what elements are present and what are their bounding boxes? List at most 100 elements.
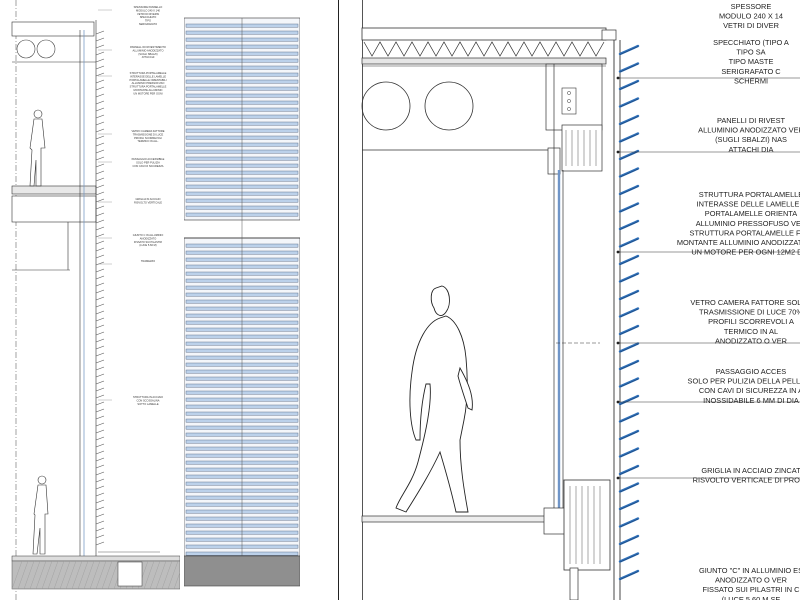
ceiling-slab bbox=[361, 57, 607, 65]
small-louvre-blade bbox=[95, 310, 105, 315]
small-note-line: ATTACCHI bbox=[142, 55, 155, 59]
small-louvre-blade bbox=[95, 541, 105, 546]
duct-circle-2 bbox=[36, 39, 56, 59]
small-note-line: VETRO CAMERA FATTORE bbox=[131, 129, 164, 133]
small-louvre-blade bbox=[95, 107, 105, 112]
small-louvre-blade bbox=[95, 436, 105, 441]
leader-dot bbox=[616, 76, 620, 80]
callout-line: UN MOTORE PER OGNI 12M2 DI L bbox=[691, 248, 800, 257]
small-louvre-blade bbox=[95, 457, 105, 462]
small-note-line: STRUTTURA PORTALAMELLE bbox=[130, 71, 167, 75]
callout-line: SPESSORE bbox=[731, 2, 772, 11]
small-note-line: PORTALAMELLE ORIENTABILI bbox=[129, 78, 166, 82]
small-louvre-blade bbox=[95, 485, 105, 490]
small-louvre-blade bbox=[95, 135, 105, 140]
small-louvre-blade bbox=[95, 163, 105, 168]
small-note-line: (LUCE 5.60 M) bbox=[139, 243, 156, 247]
small-note-line: ALLUMINIO ANODIZZATO bbox=[132, 48, 163, 52]
louvre-blade bbox=[618, 219, 640, 231]
callout-line: CON CAVI DI SICUREZZA IN A bbox=[699, 386, 800, 395]
leader-dot bbox=[616, 150, 620, 154]
louvre-blade-edge bbox=[619, 343, 639, 353]
small-louvre-blade bbox=[95, 352, 105, 357]
small-louvre-blade bbox=[95, 37, 105, 42]
louvre-blade bbox=[618, 377, 640, 388]
small-louvre-blade bbox=[95, 289, 105, 294]
small-louvre-blade bbox=[95, 275, 105, 280]
duct-circle-1 bbox=[16, 39, 36, 59]
small-note-line: CON SCOSSALINA bbox=[136, 398, 159, 402]
small-note-line: SPESSORE PANNELLO bbox=[134, 5, 163, 9]
louvre-blade bbox=[618, 114, 640, 126]
small-louvre-blade bbox=[95, 30, 105, 35]
small-note-line: RISVOLTO VERTICALE bbox=[134, 200, 162, 204]
louvre-blade bbox=[618, 482, 640, 493]
louvre-blade-edge bbox=[619, 466, 639, 475]
small-louvre-blade bbox=[95, 114, 105, 119]
small-louvre-blade bbox=[95, 443, 105, 448]
small-louvre-blade bbox=[95, 44, 105, 49]
small-note-line: TERMICO IN ALL. bbox=[137, 139, 158, 143]
louvre-blade-edge bbox=[619, 133, 639, 143]
louvre-blade bbox=[618, 97, 640, 108]
small-note-line: MONTANTE ALLUMINIO bbox=[134, 88, 163, 92]
small-louvre-blade bbox=[95, 499, 105, 504]
small-louvre-blade bbox=[95, 170, 105, 175]
small-louvre-blade bbox=[95, 198, 105, 203]
leader-dot bbox=[616, 400, 620, 404]
small-louvre-blade bbox=[95, 401, 105, 406]
louvre-blade-edge bbox=[619, 378, 639, 388]
louvre-blade-edge bbox=[619, 413, 639, 423]
louvre-blade-edge bbox=[619, 221, 639, 230]
facade-elevation bbox=[184, 0, 300, 600]
leader-dot bbox=[616, 341, 620, 345]
small-note-line: GRIGLIA IN ACCIAIO bbox=[136, 197, 161, 201]
small-note-line: STRUTTURA IN ACCIAIO bbox=[133, 395, 163, 399]
small-note-line: TRASMISSIONE DI LUCE bbox=[133, 132, 164, 136]
small-note-line: STRUTTURA PORTALAMELLE bbox=[130, 85, 167, 89]
callout-line: PASSAGGIO ACCES bbox=[716, 367, 787, 376]
sheet-divider bbox=[338, 0, 339, 600]
callout-line: (SUGLI SBALZI) NAS bbox=[715, 135, 787, 144]
louvre-blade-edge bbox=[619, 518, 639, 528]
callout-line: ANODIZZATO O VER bbox=[715, 576, 787, 585]
small-louvre-blade bbox=[95, 506, 105, 511]
louvre-blade-edge bbox=[619, 151, 639, 160]
small-louvre-blade bbox=[95, 373, 105, 378]
louvre-blade bbox=[618, 359, 640, 371]
louvre-blade-edge bbox=[619, 81, 639, 90]
air-duct-1 bbox=[361, 81, 411, 131]
small-louvre-blade bbox=[95, 317, 105, 322]
louvre-blade-edge bbox=[619, 396, 639, 405]
small-note-line: TRAMEZZO bbox=[141, 259, 155, 263]
louvre-blade-edge bbox=[619, 501, 639, 510]
callout-line: ALLUMINIO ANODIZZATO VER bbox=[698, 126, 800, 135]
louvre-blade bbox=[618, 237, 640, 248]
louvre-blade-edge bbox=[619, 46, 639, 55]
small-louvre-blade bbox=[95, 380, 105, 385]
louvre-blade bbox=[618, 254, 640, 266]
small-note-line: GIUNTO C IN ALLUMINIO bbox=[133, 233, 164, 237]
louvre-blade bbox=[618, 132, 640, 143]
small-note-line: SOLO PER PULIZIA bbox=[136, 160, 160, 164]
louvre-blade bbox=[618, 342, 640, 353]
pit bbox=[117, 561, 143, 587]
louvre-blade bbox=[618, 184, 640, 196]
louvre-blade-edge bbox=[619, 168, 639, 178]
small-note-line: PASSAGGIO ACCESSIBILE bbox=[132, 157, 165, 161]
callout-line: TERMICO IN AL bbox=[724, 327, 778, 336]
fan-coil bbox=[561, 87, 577, 115]
small-louvre-blade bbox=[95, 429, 105, 434]
small-louvre-blade bbox=[95, 191, 105, 196]
small-louvre-blade bbox=[95, 387, 105, 392]
louvre-blade bbox=[618, 394, 640, 406]
small-louvre-blade bbox=[95, 359, 105, 364]
callout-line: GIUNTO "C" IN ALLUMINIO ES bbox=[699, 566, 800, 575]
small-louvre-blade bbox=[95, 86, 105, 91]
louvre-blade-edge bbox=[619, 116, 639, 125]
